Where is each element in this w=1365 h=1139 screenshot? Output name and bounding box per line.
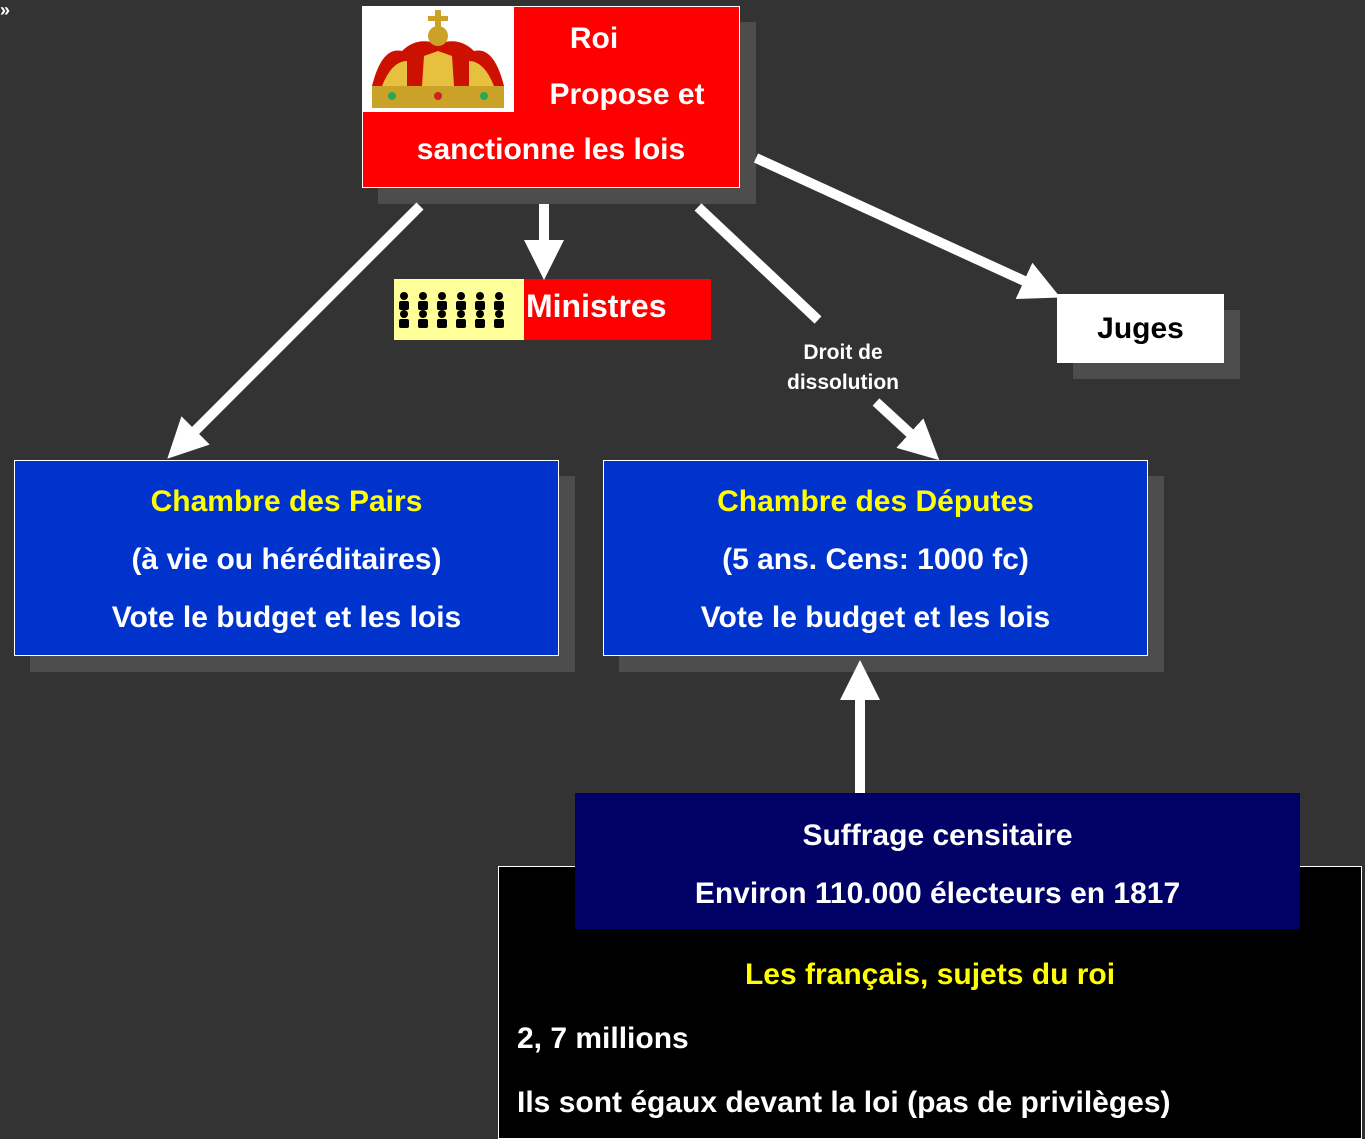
arrow-dissolution-to-deputes (872, 398, 940, 461)
suffrage-line2: Environ 110.000 électeurs en 1817 (694, 877, 1181, 910)
dissolution-label: Droit de dissolution (772, 338, 914, 398)
chambre-pairs-box: Chambre des Pairs (à vie ou héréditaires… (14, 460, 559, 656)
roi-title: Roi (569, 22, 619, 55)
pairs-line3: Vote le budget et les lois (111, 601, 462, 634)
deputes-line3: Vote le budget et les lois (700, 601, 1051, 634)
ministres-label: Ministres (526, 288, 667, 324)
arrow-roi-to-pairs (167, 202, 424, 459)
deputes-title: Chambre des Députes (717, 485, 1034, 518)
people-group-icon (394, 279, 524, 340)
roi-line2: Propose et (549, 78, 705, 111)
suffrage-box: Suffrage censitaire Environ 110.000 élec… (575, 793, 1300, 929)
crown-icon (362, 6, 514, 112)
pairs-title: Chambre des Pairs (150, 485, 423, 518)
arrow-roi-to-juges (753, 153, 1061, 300)
peuple-title: Les français, sujets du roi (744, 958, 1116, 991)
chambre-deputes-box: Chambre des Députes (5 ans. Cens: 1000 f… (603, 460, 1148, 656)
corner-mark: » (0, 0, 11, 20)
pairs-line2: (à vie ou héréditaires) (131, 543, 442, 576)
juges-box: Juges (1057, 294, 1224, 363)
dissolution-line1: Droit de (803, 341, 883, 364)
peuple-population: 2, 7 millions (517, 1022, 689, 1055)
deputes-line2: (5 ans. Cens: 1000 fc) (722, 543, 1029, 576)
peuple-equality: Ils sont égaux devant la loi (pas de pri… (517, 1086, 1171, 1119)
arrow-roi-to-dissolution (694, 203, 822, 324)
suffrage-title: Suffrage censitaire (802, 819, 1073, 852)
dissolution-line2: dissolution (787, 371, 899, 394)
roi-line3: sanctionne les lois (416, 133, 686, 166)
